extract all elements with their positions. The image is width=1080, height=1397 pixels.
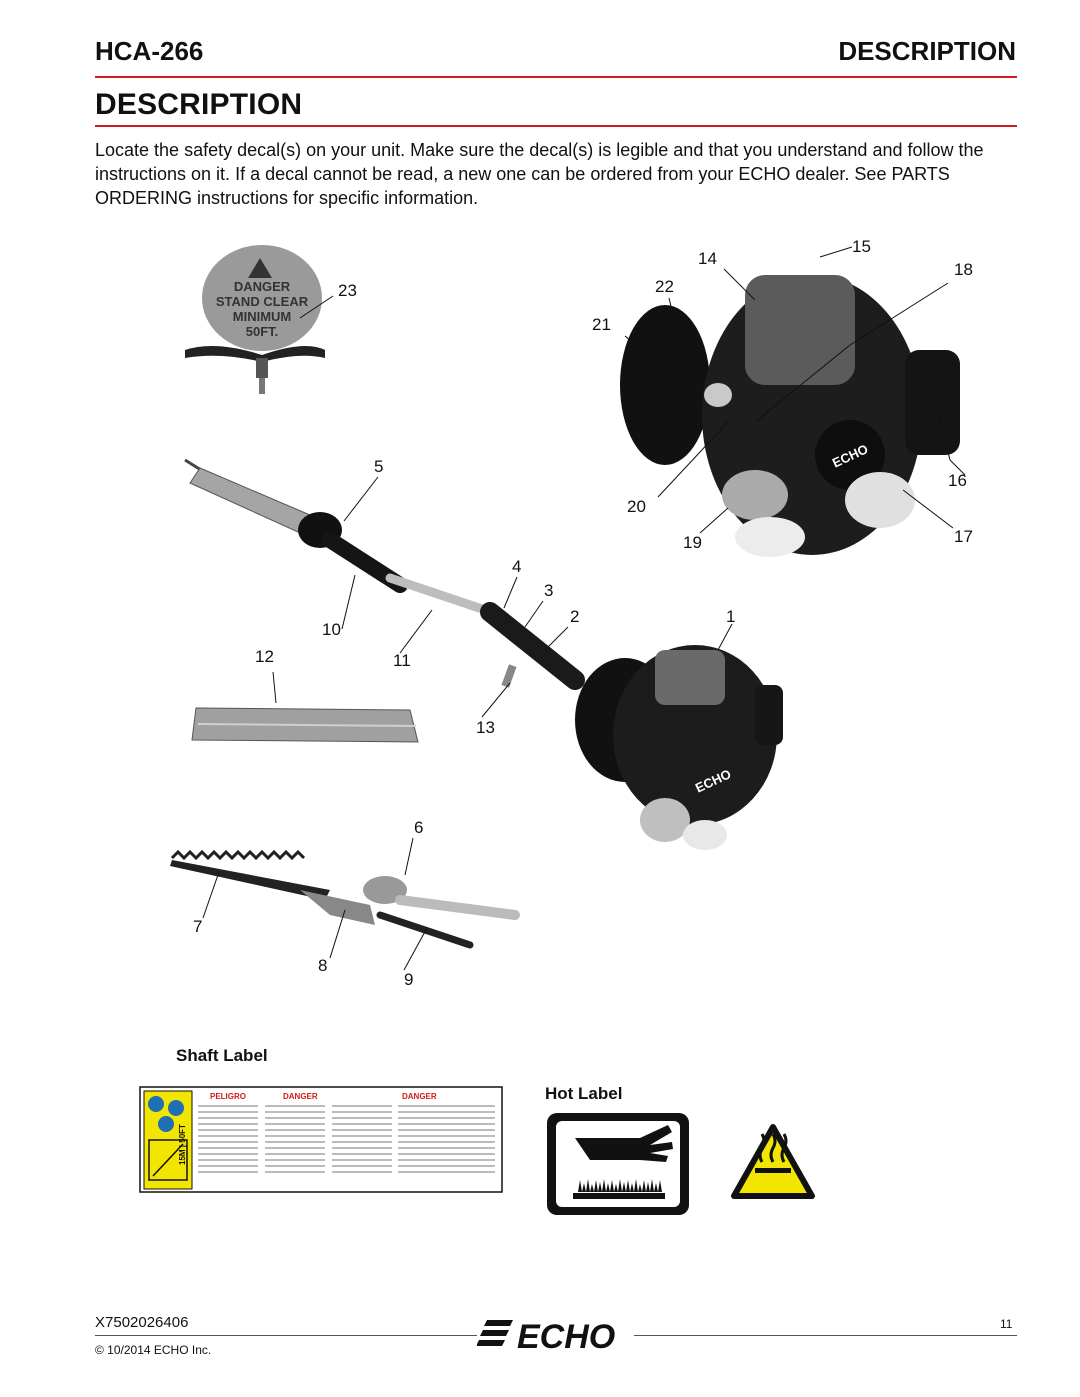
engine-closeup: ECHO: [620, 275, 960, 557]
callout-12: 12: [255, 647, 274, 666]
shaft-label-panel-1: PELIGRO: [210, 1092, 246, 1101]
callout-numbers: 1 2 3 4 5 6 7 8 9 10 11 12 13 14 15 16 1…: [193, 237, 973, 989]
document-code: X7502026406: [95, 1314, 189, 1331]
shaft-label-panel-3: DANGER: [402, 1092, 437, 1101]
callout-22: 22: [655, 277, 674, 296]
callout-15: 15: [852, 237, 871, 256]
callout-2: 2: [570, 607, 579, 626]
hot-surface-warning-icon: [731, 1124, 815, 1199]
callout-19: 19: [683, 533, 702, 552]
header-model: HCA-266: [95, 36, 204, 66]
callout-16: 16: [948, 471, 967, 490]
hedge-trimmer-head: [170, 849, 520, 949]
blade-guard: [191, 707, 419, 743]
hot-label-hand-icon: [547, 1113, 689, 1215]
shaft-label-title: Shaft Label: [176, 1046, 268, 1065]
sign-line1: DANGER: [234, 279, 291, 294]
danger-sign: DANGER STAND CLEAR MINIMUM 50FT.: [185, 245, 325, 394]
callout-14: 14: [698, 249, 717, 268]
page-number: 11: [1000, 1317, 1013, 1331]
callout-13: 13: [476, 718, 495, 737]
callout-10: 10: [322, 620, 341, 639]
callout-21: 21: [592, 315, 611, 334]
pole-assembly: ECHO: [184, 458, 783, 850]
callout-5: 5: [374, 457, 383, 476]
callout-18: 18: [954, 260, 973, 279]
callout-8: 8: [318, 956, 327, 975]
title-rule: [95, 125, 1017, 127]
shaft-label-decal: 15M | 50FT PELIGRO DANGER DANGER: [139, 1086, 503, 1193]
shaft-label-stripe: 15M | 50FT: [178, 1124, 187, 1165]
callout-1: 1: [726, 607, 735, 626]
footer-rule-right: [634, 1335, 1017, 1336]
header-rule: [95, 76, 1017, 78]
shaft-label-panel-2: DANGER: [283, 1092, 318, 1101]
intro-paragraph: Locate the safety decal(s) on your unit.…: [95, 140, 984, 208]
callout-11: 11: [393, 651, 411, 670]
sign-line2: STAND CLEAR: [216, 294, 309, 309]
footer-rule-left: [95, 1335, 477, 1336]
hot-label-title: Hot Label: [545, 1084, 623, 1103]
callout-7: 7: [193, 917, 202, 936]
echo-logo: ECHO: [477, 1318, 615, 1356]
callout-6: 6: [414, 818, 423, 837]
leader-lines: [202, 246, 966, 971]
page-title: DESCRIPTION: [95, 88, 303, 121]
callout-4: 4: [512, 557, 521, 576]
callout-20: 20: [627, 497, 646, 516]
copyright: © 10/2014 ECHO Inc.: [95, 1343, 212, 1357]
callout-3: 3: [544, 581, 553, 600]
callout-23: 23: [338, 281, 357, 300]
header-section: DESCRIPTION: [838, 36, 1016, 66]
sign-line3: MINIMUM: [233, 309, 292, 324]
callout-9: 9: [404, 970, 413, 989]
sign-line4: 50FT.: [246, 324, 279, 339]
callout-17: 17: [954, 527, 973, 546]
echo-logo-text: ECHO: [517, 1318, 615, 1356]
